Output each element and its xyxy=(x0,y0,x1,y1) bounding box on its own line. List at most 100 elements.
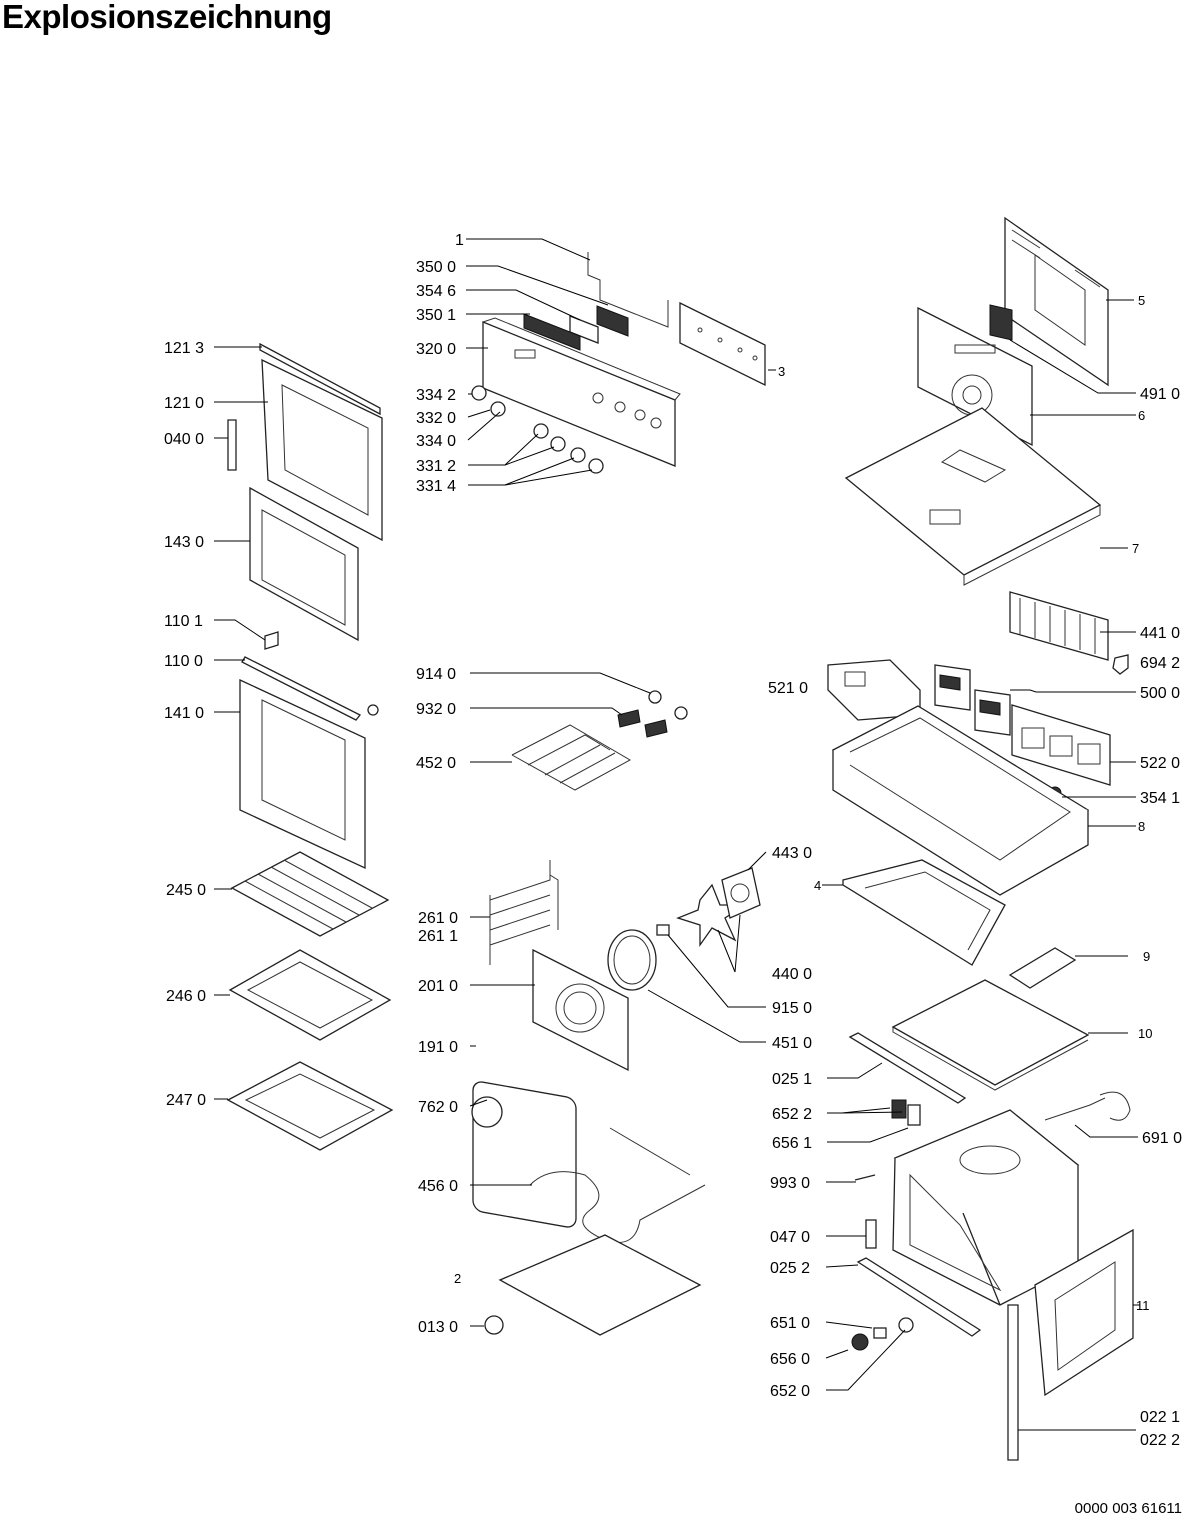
label-022-1: 022 1 xyxy=(1140,1409,1180,1426)
hinge-parts xyxy=(891,1099,921,1126)
deep-tray-part xyxy=(226,1061,394,1151)
label-10: 10 xyxy=(1138,1026,1152,1041)
label-5: 5 xyxy=(1138,293,1145,308)
vertical-trim-strip-part xyxy=(1007,1304,1019,1461)
door-lock-part xyxy=(865,1219,877,1249)
baking-tray-part xyxy=(228,949,392,1041)
cable-cover-part xyxy=(1008,947,1077,989)
label-350-1: 350 1 xyxy=(416,307,456,324)
label-040-0: 040 0 xyxy=(164,431,204,448)
oven-cavity-part xyxy=(892,1109,1080,1306)
label-500-0: 500 0 xyxy=(1140,685,1180,702)
label-141-0: 141 0 xyxy=(164,705,204,722)
side-panel-part xyxy=(1034,1228,1134,1397)
label-652-2: 652 2 xyxy=(772,1106,812,1123)
switch-block-part xyxy=(827,659,921,721)
leader-lines xyxy=(214,238,1140,1431)
door-handle-part xyxy=(227,419,237,471)
label-656-1: 656 1 xyxy=(772,1135,812,1152)
label-354-1: 354 1 xyxy=(1140,790,1180,807)
bottom-plate-part xyxy=(498,1234,702,1336)
support-bracket-part xyxy=(842,859,1006,966)
label-651-0: 651 0 xyxy=(770,1315,810,1332)
label-245-0: 245 0 xyxy=(166,882,206,899)
label-261-0: 261 0 xyxy=(418,910,458,927)
label-440-0: 440 0 xyxy=(772,966,812,983)
rear-wall-part xyxy=(917,306,1033,447)
oven-light-cover-part xyxy=(471,1096,503,1128)
label-261-1: 261 1 xyxy=(418,928,458,945)
label-025-1: 025 1 xyxy=(772,1071,812,1088)
door-top-trim-part xyxy=(259,342,381,416)
label-656-0: 656 0 xyxy=(770,1351,810,1368)
label-025-2: 025 2 xyxy=(770,1260,810,1277)
label-334-0: 334 0 xyxy=(416,433,456,450)
label-932-0: 932 0 xyxy=(416,701,456,718)
control-switches-part xyxy=(934,664,1011,736)
terminal-block-part xyxy=(989,304,1013,341)
label-320-0: 320 0 xyxy=(416,341,456,358)
control-knobs-part xyxy=(471,385,604,474)
inner-door-part xyxy=(249,486,359,642)
label-332-0: 332 0 xyxy=(416,410,456,427)
label-331-4: 331 4 xyxy=(416,478,456,495)
thermostat-probe-part xyxy=(1044,1091,1131,1121)
label-110-1: 110 1 xyxy=(164,613,203,630)
label-331-2: 331 2 xyxy=(416,458,456,475)
fan-motor-part xyxy=(721,867,761,919)
relay-module-part xyxy=(1011,704,1111,786)
label-334-2: 334 2 xyxy=(416,387,456,404)
outer-door-part xyxy=(261,358,383,542)
shelf-supports-part xyxy=(489,860,559,965)
label-443-0: 443 0 xyxy=(772,845,812,862)
bottom-rail-left-part xyxy=(848,1032,967,1104)
label-354-6: 354 6 xyxy=(416,283,456,300)
heating-element-top-part xyxy=(511,724,632,791)
tangential-fan-part xyxy=(1009,591,1129,675)
electronics-module-part xyxy=(523,305,629,351)
label-652-0: 652 0 xyxy=(770,1383,810,1400)
label-6: 6 xyxy=(1138,408,1145,423)
label-2: 2 xyxy=(454,1271,461,1286)
label-350-0: 350 0 xyxy=(416,259,456,276)
label-246-0: 246 0 xyxy=(166,988,206,1005)
label-915-0: 915 0 xyxy=(772,1000,812,1017)
label-451-0: 451 0 xyxy=(772,1035,812,1052)
label-1: 1 xyxy=(455,232,464,249)
label-121-3: 121 3 xyxy=(164,340,204,357)
label-452-0: 452 0 xyxy=(416,755,456,772)
label-3: 3 xyxy=(778,364,785,379)
label-762-0: 762 0 xyxy=(418,1099,458,1116)
label-522-0: 522 0 xyxy=(1140,755,1180,772)
control-panel-fascia-part xyxy=(482,317,681,467)
label-441-0: 441 0 xyxy=(1140,625,1180,642)
page-title: Explosionszeichnung xyxy=(2,0,332,35)
fan-blade-part xyxy=(656,883,748,948)
label-121-0: 121 0 xyxy=(164,395,204,412)
thermostat-knob-parts xyxy=(851,1317,914,1351)
part-labels: 1 350 0 354 6 350 1 320 0 334 2 332 0 33… xyxy=(164,232,1182,1449)
rear-control-plate-part xyxy=(679,301,766,387)
rear-ventilation-panel-part xyxy=(1004,216,1109,387)
element-connectors-part xyxy=(617,690,688,738)
fan-heater-ring-part xyxy=(607,929,657,991)
label-521-0: 521 0 xyxy=(768,680,808,697)
wire-rack-part xyxy=(230,851,390,937)
bottom-rail-right-part xyxy=(856,1257,982,1337)
label-191-0: 191 0 xyxy=(418,1039,458,1056)
label-993-0: 993 0 xyxy=(770,1175,810,1192)
screw-part xyxy=(854,1174,876,1181)
label-691-0: 691 0 xyxy=(1142,1130,1182,1147)
label-047-0: 047 0 xyxy=(770,1229,810,1246)
label-8: 8 xyxy=(1138,819,1145,834)
control-housing-frame-part xyxy=(831,705,1090,896)
label-013-0: 013 0 xyxy=(418,1319,458,1336)
label-914-0: 914 0 xyxy=(416,666,456,683)
label-4: 4 xyxy=(814,878,821,893)
label-694-2: 694 2 xyxy=(1140,655,1180,672)
foot-part xyxy=(484,1315,504,1335)
fan-cover-part xyxy=(532,948,629,1072)
top-cover-plate-part xyxy=(844,407,1102,586)
label-9: 9 xyxy=(1143,949,1150,964)
